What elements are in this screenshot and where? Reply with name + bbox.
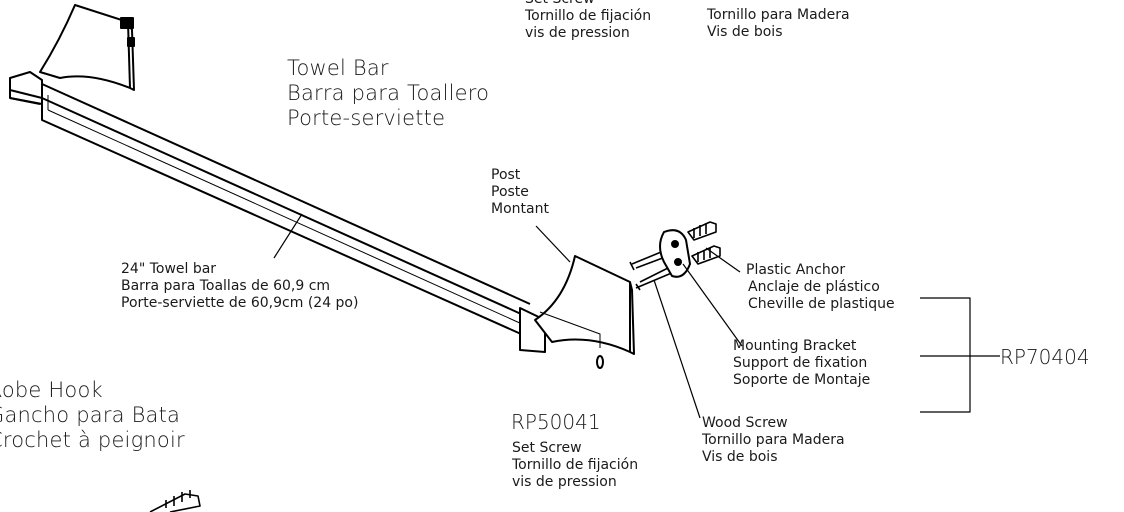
post-label: Post Poste Montant <box>491 167 549 218</box>
set-screw-fr: vis de pression <box>512 474 617 491</box>
set-screw-label: Set Screw Tornillo de fijación vis de pr… <box>512 440 638 491</box>
top-set-screw-es: Tornillo de fijación <box>525 8 652 25</box>
post-drawing <box>534 255 635 369</box>
wood-screw-es: Tornillo para Madera <box>702 432 845 449</box>
towel-bar-drawing <box>9 71 546 353</box>
post-en: Post <box>491 167 521 183</box>
post-es: Poste <box>491 184 529 201</box>
top-wood-screw-es: Tornillo para Madera <box>707 7 850 23</box>
top-set-screw-fr: vis de pression <box>525 25 630 42</box>
mounting-bracket-es: Soporte de Montaje <box>733 372 871 389</box>
plastic-anchor-fr: Cheville de plastique <box>748 296 895 313</box>
mounting-bracket-drawing <box>659 229 691 278</box>
towel-bar-es: Barra para Toallero <box>287 81 490 106</box>
top-set-screw-en: Set Screw <box>525 0 651 8</box>
robe-hook-title: Robe Hook Gancho para Bata Crochet à pei… <box>0 378 185 454</box>
mounting-bracket-label: Mounting Bracket Support de fixation Sop… <box>733 338 870 389</box>
robe-hook-fr: Crochet à peignoir <box>0 428 185 453</box>
mounting-bracket-fr: Support de fixation <box>733 355 868 372</box>
bar-24-fr: Porte-serviette de 60,9cm (24 po) <box>121 295 359 312</box>
kit-part-number: RP70404 <box>1000 345 1090 369</box>
bar-24-en: 24" Towel bar <box>121 261 217 277</box>
robe-hook-en: Robe Hook <box>0 378 103 402</box>
top-wood-screw-fr: Vis de bois <box>707 24 783 41</box>
towel-bar-fr: Porte-serviette <box>287 106 446 131</box>
plastic-anchors-drawing <box>687 221 721 265</box>
top-set-screw-label: Set Screw Tornillo de fijación vis de pr… <box>525 0 651 42</box>
bar-24-label: 24" Towel bar Barra para Toallas de 60,9… <box>121 261 358 312</box>
set-screw-en: Set Screw <box>512 440 582 456</box>
post-fr: Montant <box>491 201 549 218</box>
wood-screw-label: Wood Screw Tornillo para Madera Vis de b… <box>702 415 845 466</box>
set-screw-es: Tornillo de fijación <box>512 457 639 474</box>
leader-lines <box>273 213 1000 419</box>
top-wood-screw-label: Tornillo para Madera Vis de bois <box>707 7 850 41</box>
bar-24-es: Barra para Toallas de 60,9 cm <box>121 278 331 295</box>
top-post <box>39 4 135 91</box>
mounting-bracket-en: Mounting Bracket <box>733 338 857 354</box>
towel-bar-en: Towel Bar <box>287 56 389 80</box>
plastic-anchor-es: Anclaje de plástico <box>748 279 880 296</box>
plastic-anchor-label: Plastic Anchor Anclaje de plástico Chevi… <box>746 262 895 313</box>
robe-hook-anchor-drawing <box>149 490 201 512</box>
set-screw-part-number: RP50041 <box>511 410 601 434</box>
towel-bar-title: Towel Bar Barra para Toallero Porte-serv… <box>287 56 489 132</box>
wood-screw-fr: Vis de bois <box>702 449 778 466</box>
robe-hook-es: Gancho para Bata <box>0 403 181 428</box>
plastic-anchor-en: Plastic Anchor <box>746 262 846 278</box>
wood-screw-en: Wood Screw <box>702 415 788 431</box>
